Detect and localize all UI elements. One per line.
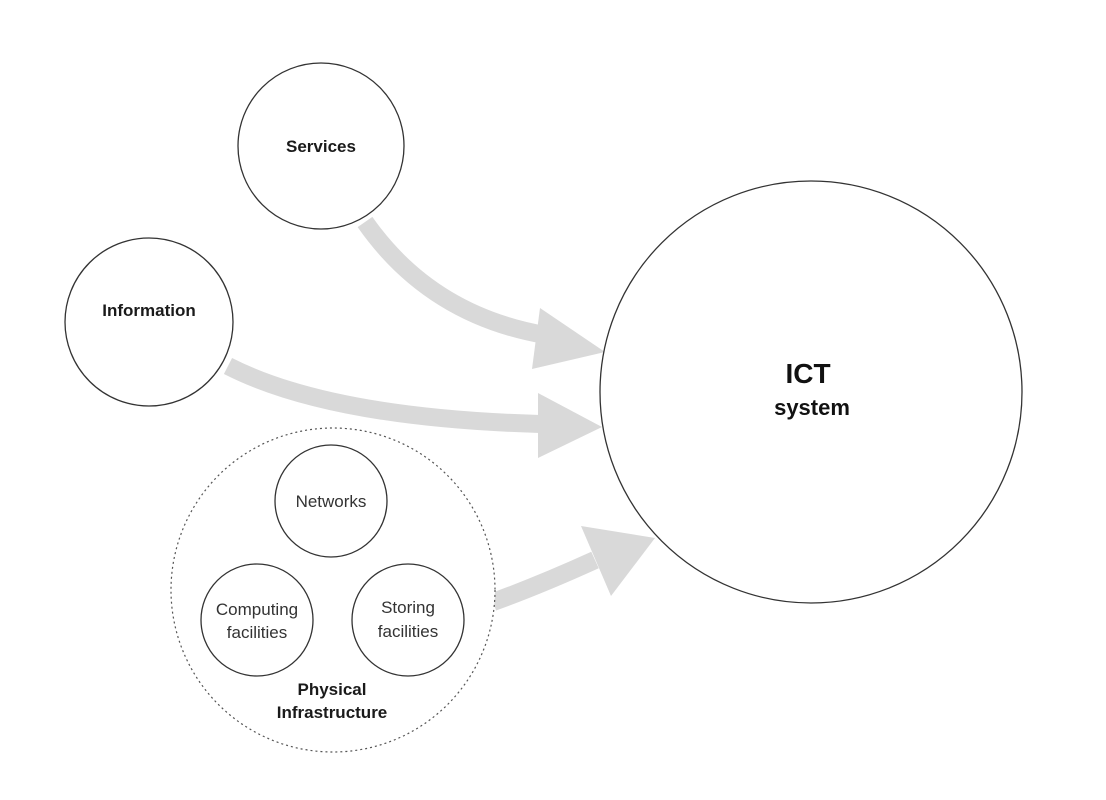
services-node: Services: [237, 62, 405, 230]
physical-infrastructure-label-line1: Physical: [298, 680, 367, 699]
information-node: Information: [64, 237, 234, 407]
computing-facilities-node: Computing facilities: [200, 563, 314, 677]
physical-infrastructure-label-line2: Infrastructure: [277, 703, 388, 722]
ict-system-title: ICT: [785, 358, 830, 389]
arrow-information-to-ict: [223, 357, 602, 458]
physical-infrastructure-group: Networks Computing facilities Storing fa…: [170, 427, 496, 753]
arrow-head: [581, 526, 655, 596]
arrow-services-to-ict: [357, 216, 605, 369]
arrow-physical-to-ict: [489, 526, 655, 611]
networks-node: Networks: [274, 444, 388, 558]
storing-facilities-label-line2: facilities: [378, 622, 438, 641]
networks-label: Networks: [296, 492, 367, 511]
storing-facilities-node: Storing facilities: [351, 563, 465, 677]
information-circle: [64, 237, 234, 407]
ict-system-subtitle: system: [774, 395, 850, 420]
networks-circle: [274, 444, 388, 558]
arrow-shaft: [223, 357, 541, 433]
arrow-shaft: [357, 216, 547, 344]
ict-system-node: ICT system: [599, 180, 1023, 604]
ict-system-circle: [599, 180, 1023, 604]
arrow-shaft: [489, 551, 599, 611]
arrow-head: [538, 393, 602, 458]
storing-facilities-label-line1: Storing: [381, 598, 435, 617]
information-label: Information: [102, 301, 196, 320]
services-circle: [237, 62, 405, 230]
services-label: Services: [286, 137, 356, 156]
storing-facilities-circle: [351, 563, 465, 677]
computing-facilities-label-line2: facilities: [227, 623, 287, 642]
computing-facilities-circle: [200, 563, 314, 677]
computing-facilities-label-line1: Computing: [216, 600, 298, 619]
arrow-head: [532, 308, 605, 369]
